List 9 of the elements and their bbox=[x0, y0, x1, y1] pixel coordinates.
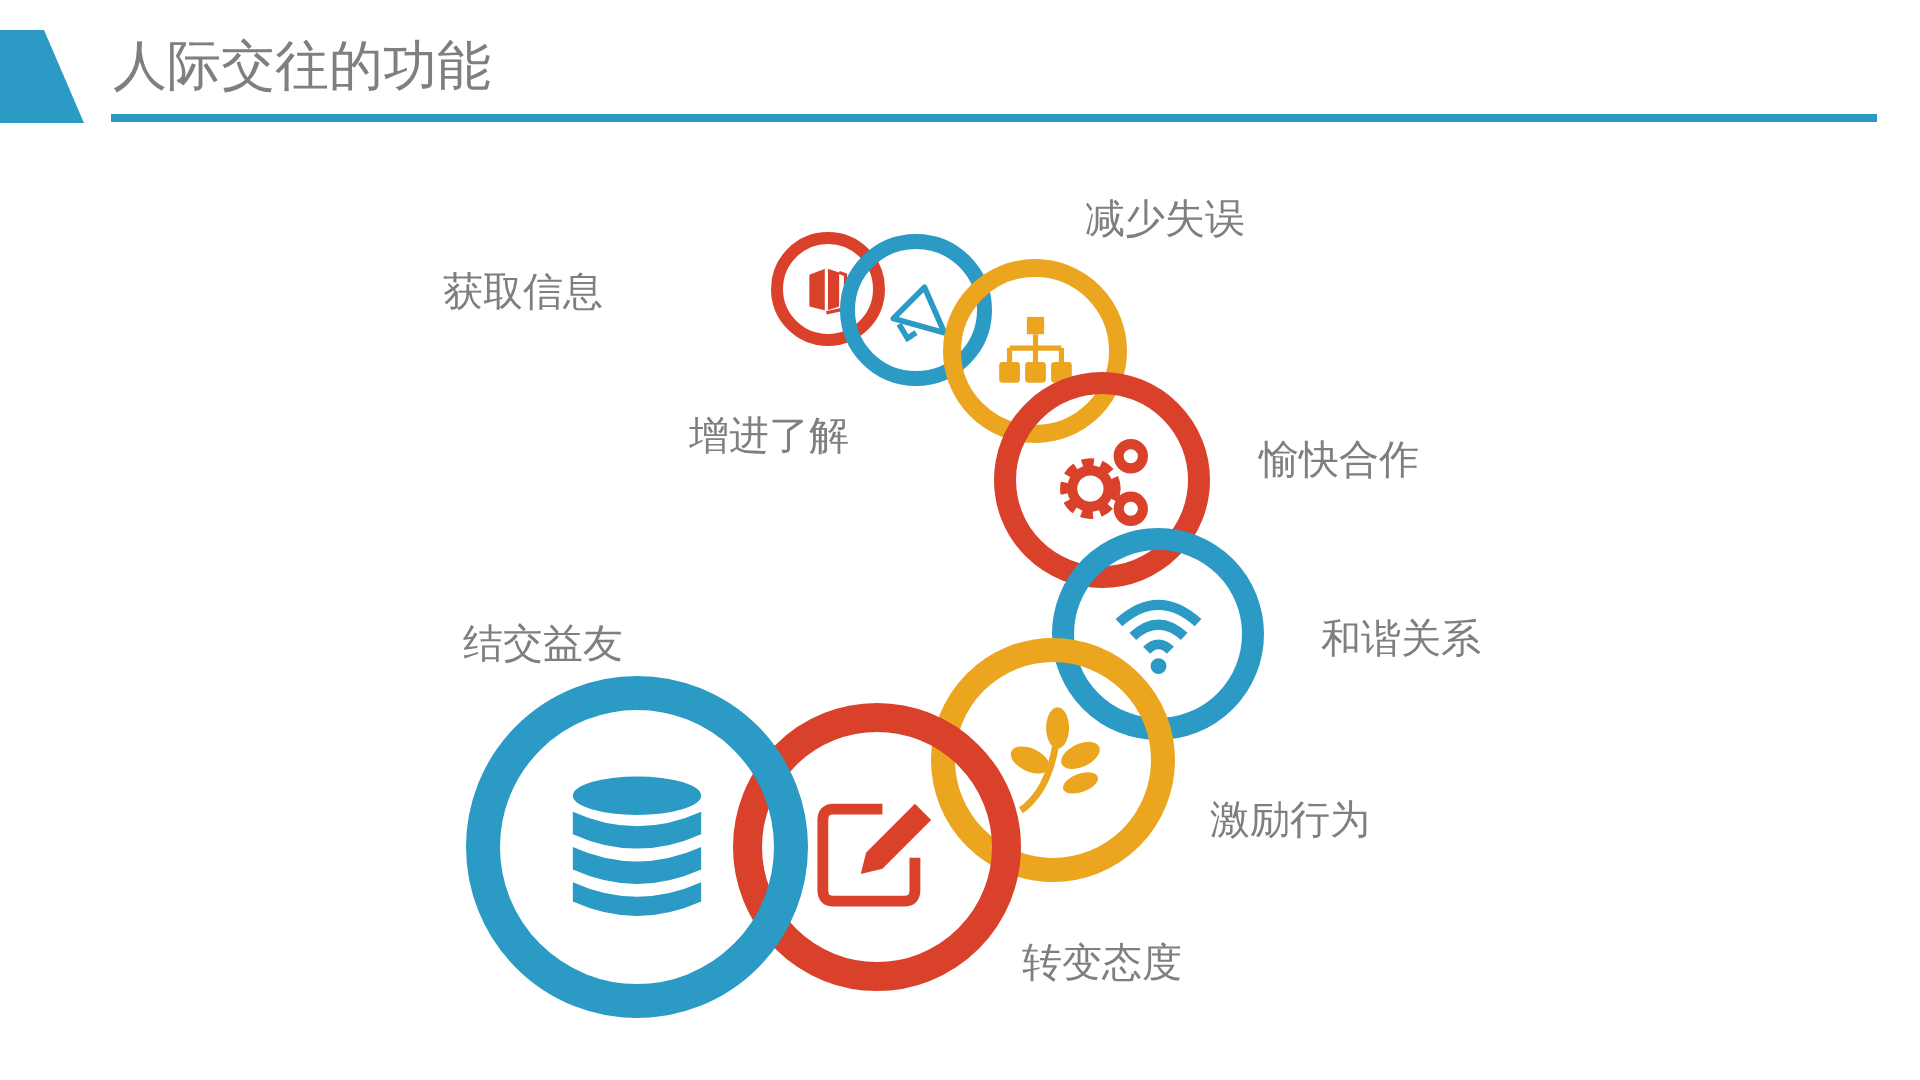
function-label: 愉快合作 bbox=[1259, 439, 1419, 479]
function-label: 转变态度 bbox=[1022, 942, 1182, 982]
function-label: 减少失误 bbox=[1085, 198, 1245, 238]
function-label: 增进了解 bbox=[689, 415, 849, 455]
function-label: 结交益友 bbox=[463, 623, 623, 663]
title: 人际交往的功能 bbox=[113, 36, 491, 96]
function-label: 和谐关系 bbox=[1321, 618, 1481, 658]
function-label: 获取信息 bbox=[443, 271, 603, 311]
function-label: 激励行为 bbox=[1210, 799, 1370, 839]
